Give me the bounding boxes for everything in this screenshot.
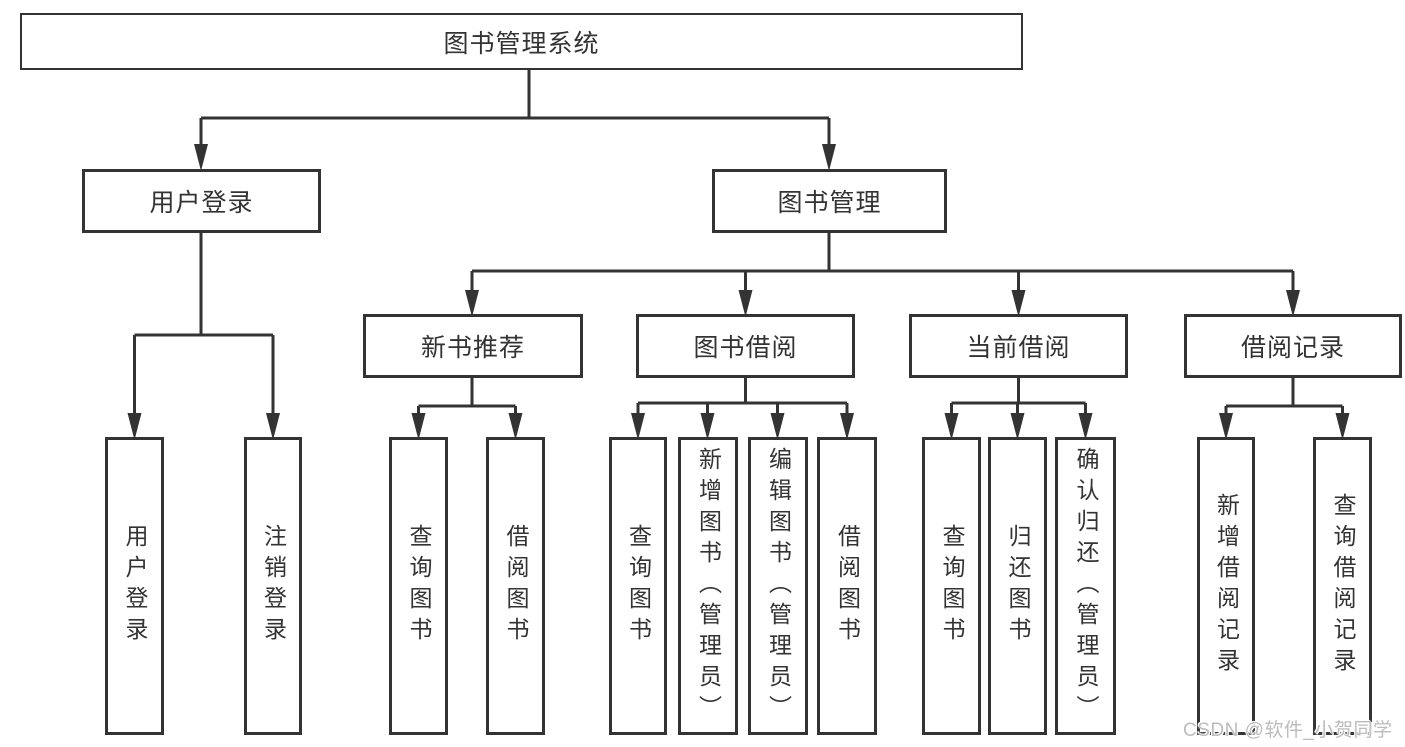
arrow-down-icon: [770, 413, 785, 440]
node-root-system: 图书管理系统: [20, 13, 1023, 70]
leaf-query-books-recommend: 查询图书: [389, 437, 448, 735]
node-label: 图书管理: [777, 189, 882, 217]
leaf-add-borrow-record: 新增借阅记录: [1197, 437, 1255, 735]
connector-root-to-level2: [194, 69, 836, 171]
csdn-watermark: CSDN @软件_小贺同学: [1183, 720, 1393, 741]
arrow-down-icon: [1335, 413, 1350, 440]
node-label: 归还图书: [1005, 524, 1031, 648]
connector-borrow-record-children: [1219, 378, 1350, 440]
arrow-down-icon: [1078, 413, 1093, 440]
node-label: 图书借阅: [693, 334, 798, 362]
arrow-down-icon: [631, 413, 645, 440]
arrow-down-icon: [1286, 290, 1300, 317]
node-label: 借阅记录: [1240, 334, 1345, 362]
node-label: 新书推荐: [420, 334, 525, 362]
arrow-down-icon: [266, 413, 280, 440]
node-book-management: 图书管理: [712, 169, 947, 233]
leaf-logout: 注销登录: [244, 437, 302, 735]
arrow-down-icon: [127, 413, 142, 440]
node-current-borrowing: 当前借阅: [909, 314, 1128, 378]
node-label: 图书管理系统: [443, 29, 600, 58]
node-label: 借阅图书: [503, 524, 529, 648]
node-label: 查询图书: [939, 524, 965, 648]
arrow-down-icon: [738, 290, 753, 317]
arrow-down-icon: [944, 413, 959, 440]
node-book-borrowing: 图书借阅: [636, 314, 855, 378]
leaf-return-books: 归还图书: [988, 437, 1047, 735]
node-label: 查询借阅记录: [1330, 493, 1356, 679]
connector-user-login-children: [127, 233, 280, 440]
arrow-down-icon: [411, 413, 426, 440]
leaf-query-borrow-record: 查询借阅记录: [1313, 437, 1372, 735]
arrow-down-icon: [1010, 413, 1025, 440]
leaf-user-login: 用户登录: [105, 437, 164, 735]
connector-current-borrow-children: [944, 378, 1093, 440]
leaf-borrow-books-recommend: 借阅图书: [486, 437, 545, 735]
arrow-down-icon: [822, 144, 836, 171]
arrow-down-icon: [1011, 290, 1026, 317]
arrow-down-icon: [700, 413, 715, 440]
connector-book-mgmt-to-level3: [465, 233, 1300, 317]
node-label: 新增借阅记录: [1213, 493, 1240, 679]
node-label: 借阅图书: [834, 524, 861, 648]
leaf-borrow-books-borrowing: 借阅图书: [817, 437, 877, 735]
node-label: 新增图书（管理员）: [695, 446, 722, 726]
leaf-add-books-admin: 新增图书（管理员）: [678, 437, 738, 735]
node-label: 编辑图书（管理员）: [765, 446, 792, 726]
arrow-down-icon: [508, 413, 523, 440]
node-user-login: 用户登录: [82, 169, 321, 233]
connector-book-borrow-children: [631, 378, 854, 440]
node-label: 确认归还（管理员）: [1073, 446, 1099, 726]
node-label: 查询图书: [625, 524, 652, 648]
node-label: 用户登录: [122, 524, 148, 648]
node-label: 当前借阅: [966, 334, 1071, 362]
leaf-query-books-current: 查询图书: [922, 437, 981, 735]
arrow-down-icon: [194, 144, 208, 171]
node-new-book-recommend: 新书推荐: [363, 314, 583, 378]
leaf-confirm-return-admin: 确认归还（管理员）: [1055, 437, 1116, 735]
leaf-edit-books-admin: 编辑图书（管理员）: [748, 437, 808, 735]
node-label: 注销登录: [260, 524, 287, 648]
connector-new-book-children: [411, 378, 523, 440]
node-label: 查询图书: [406, 524, 432, 648]
arrow-down-icon: [840, 413, 854, 440]
arrow-down-icon: [465, 290, 479, 317]
node-borrowing-records: 借阅记录: [1184, 314, 1402, 378]
arrow-down-icon: [1219, 413, 1233, 440]
node-label: 用户登录: [149, 189, 254, 217]
leaf-query-books-borrowing: 查询图书: [609, 437, 667, 735]
